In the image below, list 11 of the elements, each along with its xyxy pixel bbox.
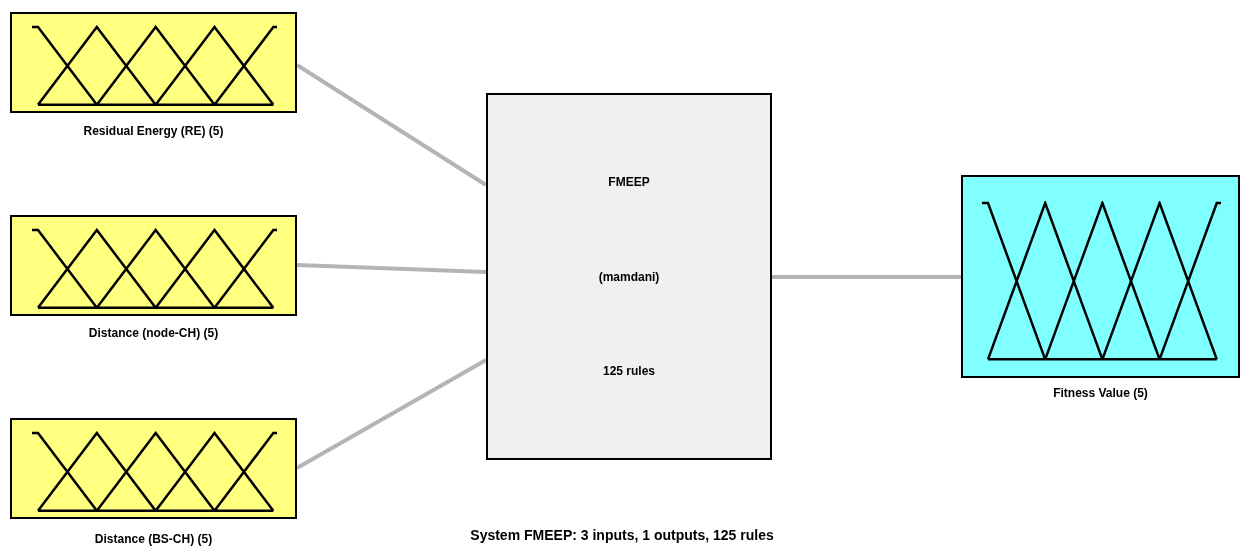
connector-line bbox=[296, 358, 487, 470]
variable-label: Distance (BS-CH) (5) bbox=[94, 532, 213, 546]
connector-line bbox=[772, 275, 961, 279]
variable-label: Fitness Value (5) bbox=[1053, 386, 1148, 400]
system-text: (mamdani) bbox=[598, 269, 660, 284]
system-text: 125 rules bbox=[602, 363, 655, 378]
system-text: FMEEP bbox=[608, 175, 650, 190]
variable-label: Residual Energy (RE) (5) bbox=[83, 124, 224, 138]
connector-line bbox=[296, 263, 487, 274]
caption: System FMEEP: 3 inputs, 1 outputs, 125 rules bbox=[470, 527, 774, 543]
variable-label: Distance (node-CH) (5) bbox=[88, 326, 219, 340]
